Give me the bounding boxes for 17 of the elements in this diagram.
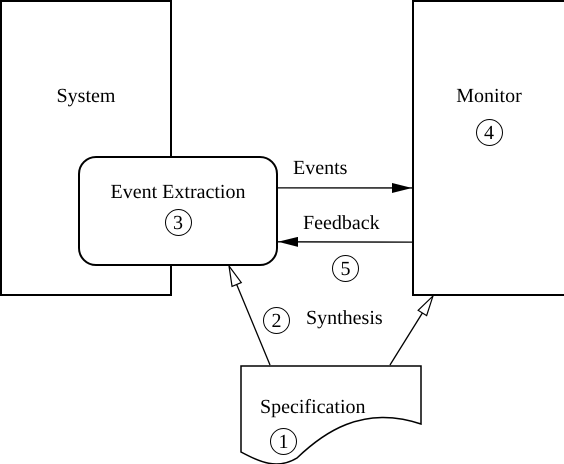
callout-number: 1 — [270, 428, 297, 455]
process-box — [78, 156, 278, 266]
callout-number: 5 — [332, 255, 359, 282]
document-shape — [240, 365, 422, 464]
callout-number: 2 — [263, 307, 290, 334]
node-label: Monitor — [456, 84, 522, 109]
note-label: Synthesis — [306, 306, 383, 331]
arrow — [278, 182, 412, 193]
node-label: Event Extraction — [110, 180, 246, 205]
arrow — [278, 236, 412, 247]
arrow — [389, 295, 434, 366]
arrow — [228, 265, 271, 366]
callout-number: 4 — [476, 119, 502, 146]
node-label: System — [56, 84, 116, 109]
node-label: Specification — [260, 395, 366, 420]
monitor-box — [412, 0, 564, 296]
callout-number: 3 — [164, 209, 192, 236]
